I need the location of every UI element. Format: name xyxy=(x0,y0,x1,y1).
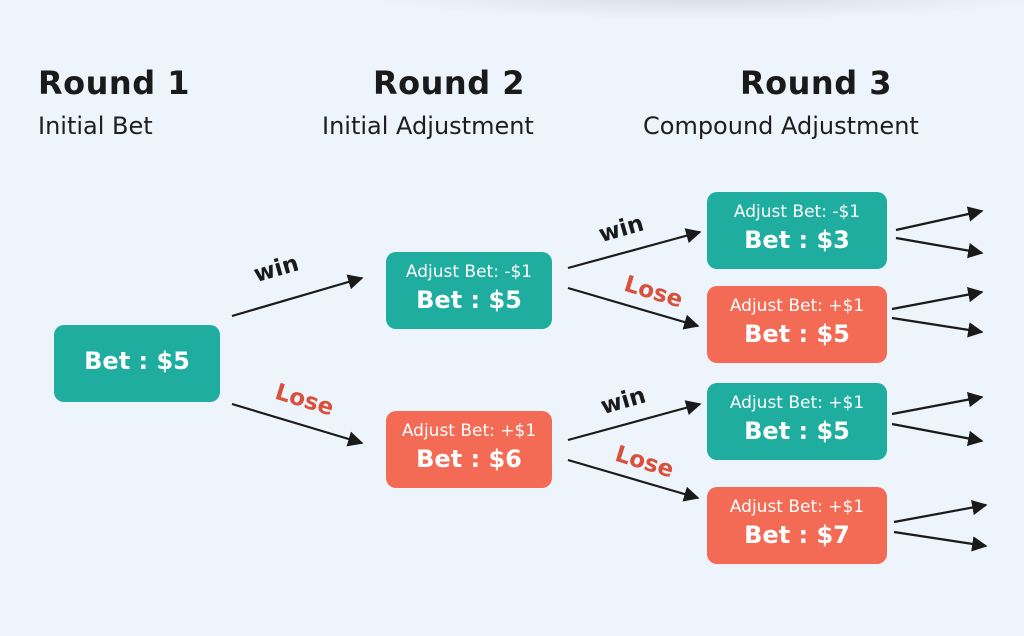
stub-wl-down xyxy=(891,316,984,338)
node-round3-win-win-bet: Bet : $3 xyxy=(744,226,850,254)
node-round2-lose-adjust: Adjust Bet: +$1 xyxy=(401,421,537,441)
top-shadow xyxy=(360,0,1024,20)
node-round3-win-lose-adjust: Adjust Bet: +$1 xyxy=(729,296,865,316)
node-round2-win-bet: Bet : $5 xyxy=(416,286,522,314)
node-round2-lose-bet: Bet : $6 xyxy=(416,445,522,473)
node-round3-lose-lose-adjust: Adjust Bet: +$1 xyxy=(729,497,865,517)
node-round3-win-win-adjust: Adjust Bet: -$1 xyxy=(733,202,861,222)
node-round1-bet-value: Bet : $5 xyxy=(84,347,190,375)
node-round3-win-lose: Adjust Bet: +$1 Bet : $5 xyxy=(707,286,887,363)
stub-ll-down xyxy=(893,530,988,552)
edge-r2lose-lose xyxy=(567,458,700,502)
edge-root-lose xyxy=(231,402,364,447)
node-round2-win-adjust: Adjust Bet: -$1 xyxy=(405,262,533,282)
node-round3-win-lose-bet: Bet : $5 xyxy=(744,320,850,348)
round-2-subtitle: Initial Adjustment xyxy=(322,112,534,140)
node-round3-win-win: Adjust Bet: -$1 Bet : $3 xyxy=(707,192,887,269)
node-round3-lose-win: Adjust Bet: +$1 Bet : $5 xyxy=(707,383,887,460)
node-round2-win: Adjust Bet: -$1 Bet : $5 xyxy=(386,252,552,329)
stub-ww-up xyxy=(895,206,984,232)
stub-lw-up xyxy=(891,392,984,416)
round-3-subtitle: Compound Adjustment xyxy=(643,112,919,140)
node-round2-lose: Adjust Bet: +$1 Bet : $6 xyxy=(386,411,552,488)
node-round1-bet: Bet : $5 xyxy=(54,325,220,402)
edge-r2win-lose xyxy=(567,286,700,330)
stub-lw-down xyxy=(891,422,984,446)
node-round3-lose-lose-bet: Bet : $7 xyxy=(744,521,850,549)
round-1-subtitle: Initial Bet xyxy=(38,112,153,140)
node-round3-lose-win-bet: Bet : $5 xyxy=(744,417,850,445)
round-1-title: Round 1 xyxy=(38,64,190,102)
edge-root-win xyxy=(231,274,364,318)
node-round3-lose-lose: Adjust Bet: +$1 Bet : $7 xyxy=(707,487,887,564)
round-3-title: Round 3 xyxy=(740,64,892,102)
stub-wl-up xyxy=(891,287,984,311)
stub-ll-up xyxy=(893,499,988,524)
round-2-title: Round 2 xyxy=(373,64,525,102)
node-round3-lose-win-adjust: Adjust Bet: +$1 xyxy=(729,393,865,413)
edge-r2win-win xyxy=(567,228,702,270)
edge-r2lose-win xyxy=(567,400,702,442)
stub-ww-down xyxy=(895,236,984,259)
